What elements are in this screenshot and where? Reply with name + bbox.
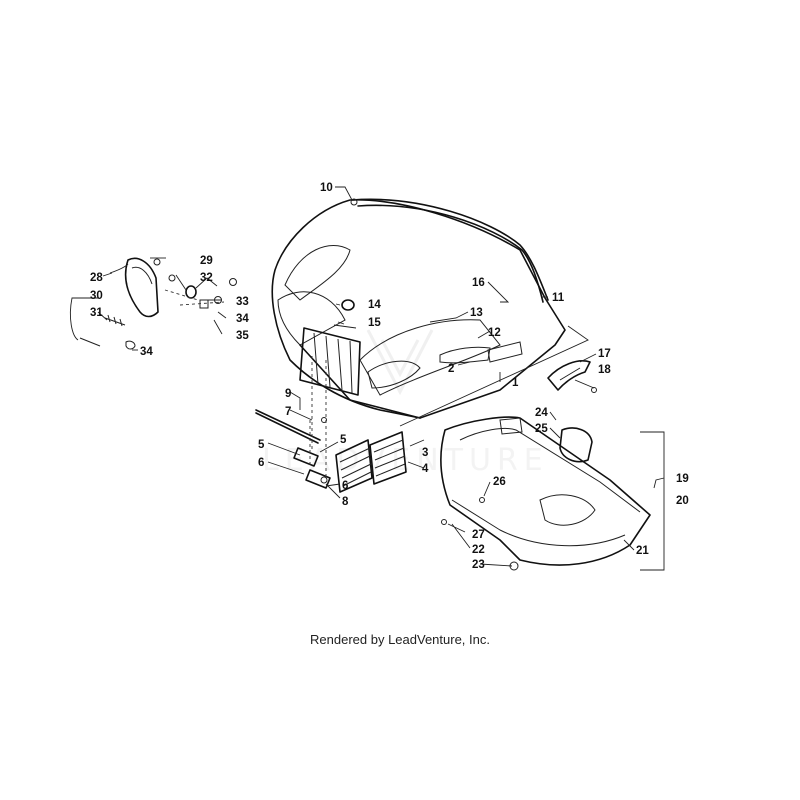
callout-18: 18 [598,364,611,376]
callout-35: 35 [236,330,249,342]
callout-10: 10 [320,182,333,194]
callout-7: 7 [285,406,291,418]
callout-34b: 34 [140,346,153,358]
callout-2: 2 [448,363,454,375]
headlight-part [79,257,237,350]
tray-part [440,416,651,571]
callout-8: 8 [342,496,349,508]
callout-labels: 1 2 3 4 5 5 6 6 7 8 9 10 11 12 13 14 15 … [90,182,689,571]
callout-11: 11 [552,292,565,304]
callout-30: 30 [90,290,103,302]
hood-reference-lines [399,325,589,427]
callout-31: 31 [90,307,103,319]
hood-part [271,199,566,419]
callout-9: 9 [285,388,291,400]
callout-34a: 34 [236,313,249,325]
callout-23: 23 [472,559,485,571]
callout-14: 14 [368,299,381,311]
callout-27: 27 [472,529,485,541]
callout-12: 12 [488,327,501,339]
callout-5b: 5 [340,434,347,446]
callout-15: 15 [368,317,381,329]
callout-17: 17 [598,348,611,360]
callout-24: 24 [535,407,548,419]
callout-28: 28 [90,272,103,284]
callout-32: 32 [200,272,213,284]
callout-1: 1 [512,377,519,389]
callout-22: 22 [472,544,485,556]
callout-33: 33 [236,296,249,308]
callout-20: 20 [676,495,689,507]
trim-strip-part [350,198,549,303]
callout-6b: 6 [342,480,348,492]
callout-25: 25 [535,423,548,435]
callout-26: 26 [493,476,506,488]
render-credit-caption: Rendered by LeadVenture, Inc. [310,632,490,647]
callout-16: 16 [472,277,485,289]
mesh-screen-part [335,431,407,493]
callout-21: 21 [636,545,649,557]
bracket-part [547,360,597,393]
callout-3: 3 [422,447,428,459]
callout-6a: 6 [258,457,264,469]
leader-lines [69,186,665,571]
watermark-logo: LEADVENTURE [262,329,543,478]
callout-19: 19 [676,473,689,485]
callout-5a: 5 [258,439,265,451]
callout-4: 4 [422,463,429,475]
callout-13: 13 [470,307,483,319]
callout-29: 29 [200,255,213,267]
rod-bracket-part [255,356,331,489]
